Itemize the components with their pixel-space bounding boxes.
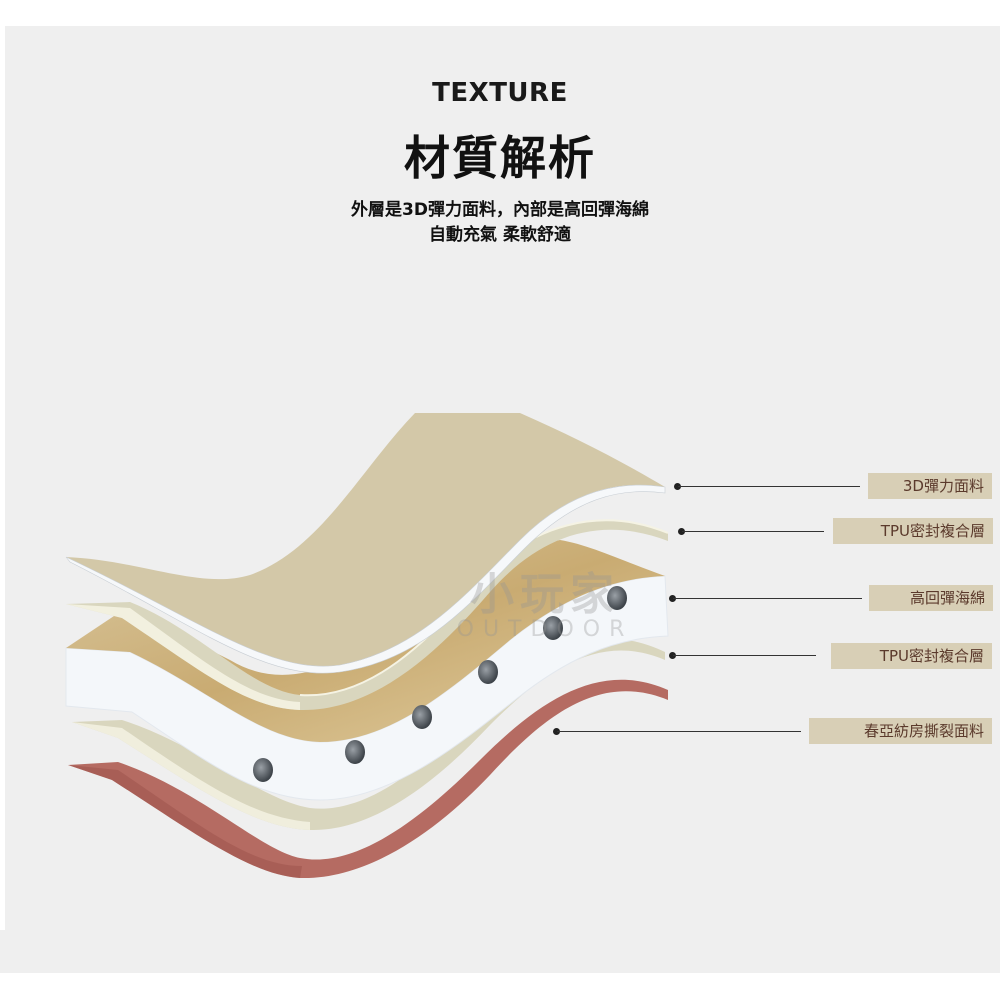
leader-line xyxy=(673,655,816,656)
layer-label: 高回彈海綿 xyxy=(869,585,993,611)
layer-label: TPU密封複合層 xyxy=(831,643,992,669)
leader-line xyxy=(673,598,862,599)
subtitle-line-2: 自動充氣 柔軟舒適 xyxy=(429,225,571,245)
air-hole xyxy=(345,740,365,764)
leader-line xyxy=(557,731,801,732)
layer-label: TPU密封複合層 xyxy=(833,518,993,544)
air-hole xyxy=(607,586,627,610)
layer-high-rebound-foam xyxy=(65,540,669,801)
callout-dot xyxy=(678,528,685,535)
leader-line xyxy=(682,531,824,532)
panel-corner xyxy=(0,930,6,973)
air-hole xyxy=(412,705,432,729)
layer-label: 3D彈力面料 xyxy=(868,473,992,499)
callout-dot xyxy=(553,728,560,735)
air-hole xyxy=(543,616,563,640)
section-eyebrow: TEXTURE xyxy=(432,78,568,108)
air-hole xyxy=(253,758,273,782)
layer-ripstop-fabric xyxy=(68,679,668,879)
subtitle-line-1: 外層是3D彈力面料，內部是高回彈海綿 xyxy=(351,200,649,220)
callout-dot xyxy=(669,652,676,659)
callout-dot xyxy=(669,595,676,602)
layer-3d-stretch-fabric xyxy=(65,413,666,674)
leader-line xyxy=(678,486,860,487)
page-title: 材質解析 xyxy=(404,131,596,185)
air-hole xyxy=(478,660,498,684)
page-subtitle: 外層是3D彈力面料，內部是高回彈海綿 自動充氣 柔軟舒適 xyxy=(0,198,1000,248)
callout-dot xyxy=(674,483,681,490)
layer-label: 春亞紡房撕裂面料 xyxy=(809,718,992,744)
